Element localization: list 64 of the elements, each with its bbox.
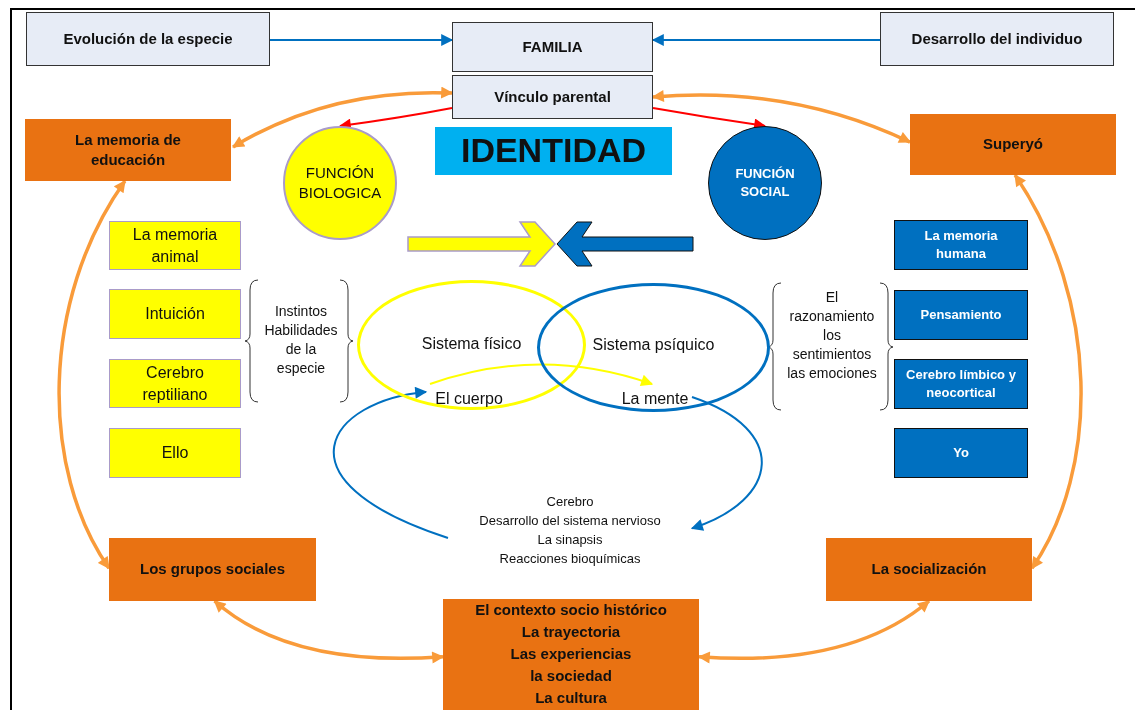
node-label: Sistema psíquico: [592, 335, 715, 355]
node-label: Cerebro reptiliano: [141, 362, 209, 405]
memory-box: [894, 220, 1028, 270]
node-label: La trayectoria: [521, 622, 621, 642]
memory-box: [109, 289, 241, 339]
category-box: [443, 599, 699, 710]
node-label: La socialización: [871, 559, 987, 580]
note-text: El razonamiento los sentimientos las emociones: [786, 288, 878, 383]
arrow: [232, 86, 454, 149]
node-label: la sociedad: [530, 666, 612, 686]
arrow: [690, 395, 763, 531]
arrow: [1013, 173, 1083, 570]
memory-box: [109, 359, 241, 408]
category-box: [826, 538, 1032, 601]
node-label: Las experiencias: [510, 644, 632, 664]
node-label: Los grupos sociales: [139, 559, 285, 580]
process-box: [452, 75, 653, 119]
arrow: [333, 387, 449, 539]
node-label: La mente: [621, 389, 689, 410]
category-box: [109, 538, 316, 601]
node-label: Intuición: [145, 304, 205, 325]
arrow: [269, 34, 454, 46]
note-text: Instintos Habilidades de la especie: [263, 302, 339, 378]
node-label: IDENTIDAD: [460, 130, 647, 172]
arrow: [57, 180, 127, 570]
node-label: La memoria humana: [923, 227, 999, 263]
node-label: Cerebro: [546, 493, 594, 511]
process-box: [452, 22, 653, 72]
process-box: [26, 12, 270, 66]
memory-box: [894, 359, 1028, 409]
arrow: [429, 363, 654, 387]
memory-box: [109, 221, 241, 270]
node-label: Yo: [953, 444, 969, 462]
memory-box: [894, 290, 1028, 340]
node-label: FUNCIÓN SOCIAL: [734, 165, 796, 201]
node-label: Cerebro límbico y neocortical: [905, 366, 1017, 402]
node-label: La sinapsis: [537, 531, 603, 549]
node-label: La memoria animal: [131, 224, 219, 267]
arrow: [651, 90, 912, 144]
node-label: Pensamiento: [920, 306, 1002, 324]
node-label: Evolución de la especie: [63, 28, 233, 49]
arrow: [651, 34, 881, 46]
node-label: Desarrollo del sistema nervioso: [479, 512, 661, 530]
category-box: [25, 119, 231, 181]
node-label: FUNCIÓN BIOLOGICA: [297, 162, 383, 203]
node-label: Ello: [161, 443, 189, 464]
node-label: Reacciones bioquímicas: [499, 550, 641, 568]
memory-box: [894, 428, 1028, 478]
node-label: El contexto socio histórico: [475, 600, 667, 620]
node-label: La cultura: [535, 688, 607, 708]
arrow: [213, 599, 445, 664]
node-label: La memoria de educación: [74, 129, 182, 170]
title-banner: [435, 127, 672, 175]
node-label: Vínculo parental: [494, 86, 611, 107]
node-label: FAMILIA: [522, 36, 583, 57]
node-label: El cuerpo: [435, 389, 503, 410]
memory-box: [109, 428, 241, 478]
system-ellipse: [537, 283, 770, 412]
node-label: Superyó: [983, 134, 1043, 155]
system-ellipse: [357, 280, 586, 410]
category-box: [910, 114, 1116, 175]
node-label: Desarrollo del individuo: [911, 28, 1083, 49]
node-label: Sistema físico: [421, 334, 522, 354]
process-box: [880, 12, 1114, 66]
